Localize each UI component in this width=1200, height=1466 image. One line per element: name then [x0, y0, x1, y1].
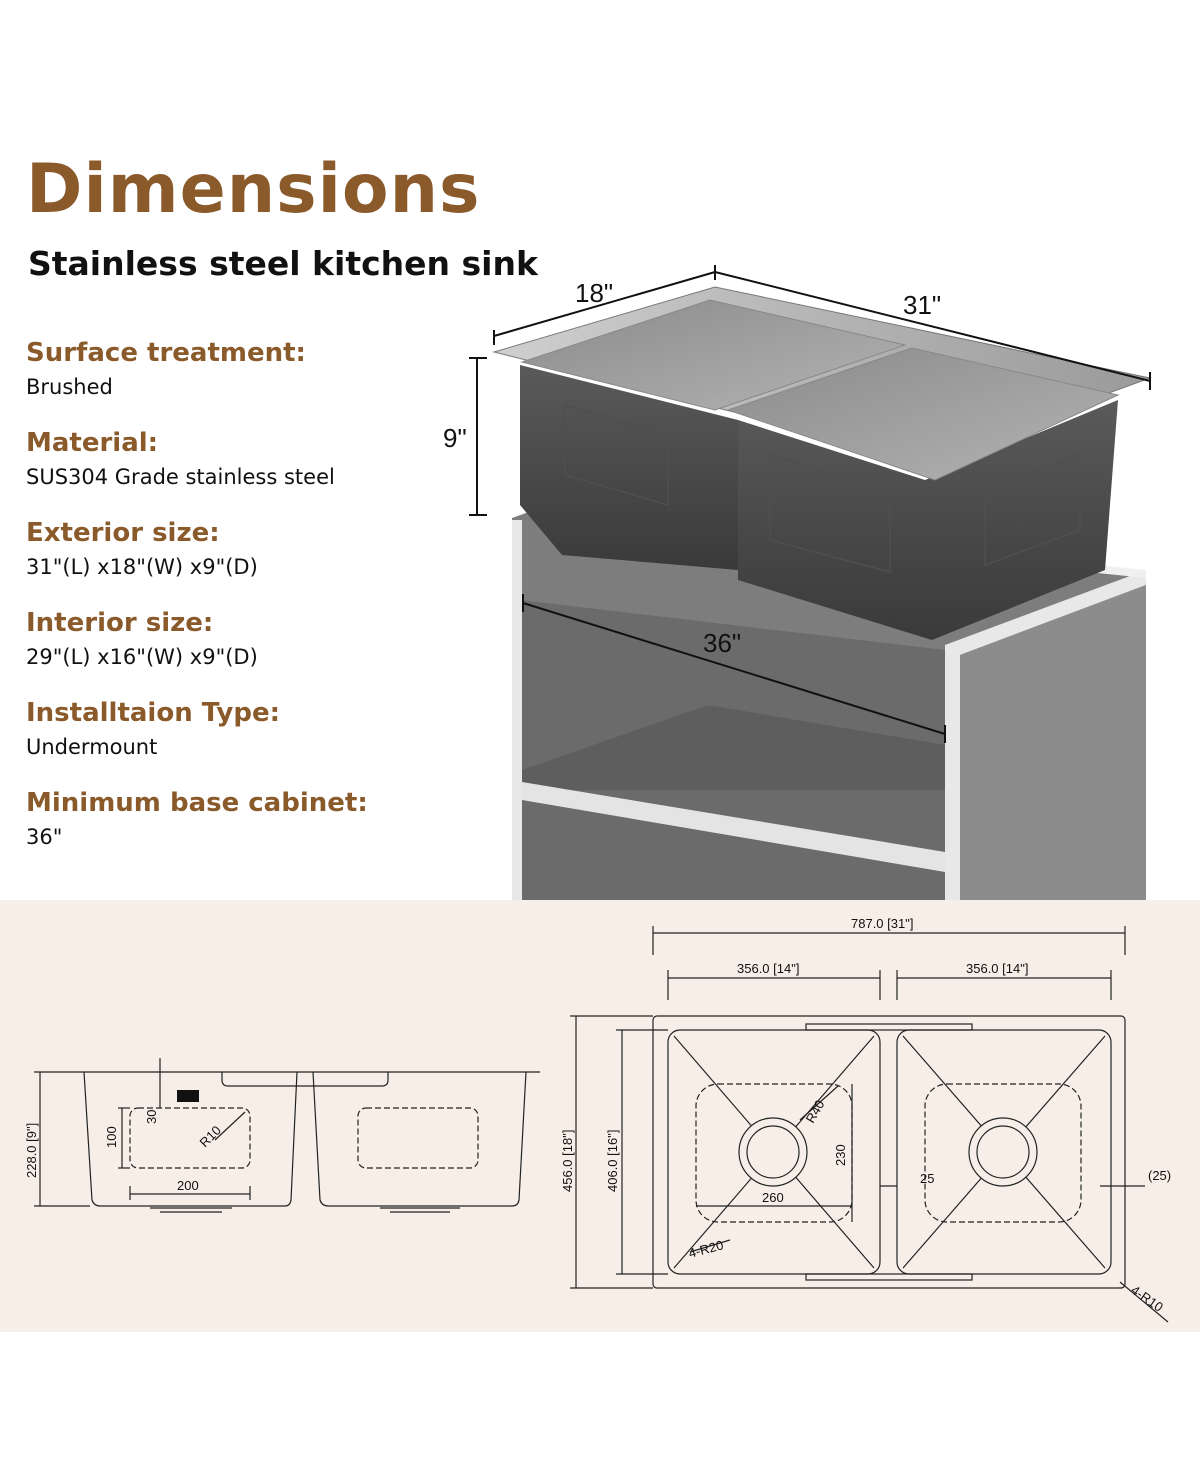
spec-label: Minimum base cabinet:: [26, 788, 368, 818]
top-edge-25-label: (25): [1148, 1168, 1171, 1183]
sink-render: [492, 286, 1152, 640]
side-view-drawing: [34, 1058, 540, 1213]
spec-value: 36": [26, 825, 63, 849]
spec-installation-type: Installtaion Type: Undermount: [26, 696, 446, 762]
spec-value: 31"(L) x18"(W) x9"(D): [26, 555, 258, 579]
side-r10-label: R10: [197, 1123, 224, 1150]
side-view-fitting: [177, 1090, 199, 1102]
render-cabinet-label: 36": [703, 628, 741, 658]
top-r10-label: 4-R10: [1128, 1282, 1166, 1315]
top-outer-height-label: 456.0 [18"]: [560, 1130, 575, 1192]
render-length-label: 31": [903, 290, 941, 320]
top-bowl-left-label: 356.0 [14"]: [737, 961, 799, 976]
top-view-drawing: [570, 926, 1169, 1323]
spec-interior-size: Interior size: 29"(L) x16"(W) x9"(D): [26, 606, 446, 672]
render-width-label: 18": [575, 278, 613, 308]
spec-value: Brushed: [26, 375, 113, 399]
page-subtitle: Stainless steel kitchen sink: [28, 244, 538, 283]
spec-value: SUS304 Grade stainless steel: [26, 465, 335, 489]
spec-value: Undermount: [26, 735, 158, 759]
render-dimension-lines: [469, 265, 1151, 743]
spec-exterior-size: Exterior size: 31"(L) x18"(W) x9"(D): [26, 516, 446, 582]
spec-label: Interior size:: [26, 608, 214, 638]
spec-label: Surface treatment:: [26, 338, 306, 368]
top-overall-label: 787.0 [31"]: [851, 916, 913, 931]
top-inner-height-label: 406.0 [16"]: [605, 1130, 620, 1192]
spec-minimum-cabinet: Minimum base cabinet: 36": [26, 786, 446, 852]
drawing-background-band: [0, 900, 1200, 1332]
top-260-label: 260: [762, 1190, 784, 1205]
spec-material: Material: SUS304 Grade stainless steel: [26, 426, 446, 492]
top-r20-label: 4-R20: [687, 1237, 725, 1261]
side-200-label: 200: [177, 1178, 199, 1193]
top-230-label: 230: [833, 1144, 848, 1166]
side-100-label: 100: [104, 1126, 119, 1148]
side-30-label: 30: [144, 1110, 159, 1124]
spec-label: Material:: [26, 428, 159, 458]
spec-label: Installtaion Type:: [26, 698, 281, 728]
top-r40-label: R40: [803, 1097, 828, 1125]
top-gap-25-label: 25: [920, 1171, 934, 1186]
page-title: Dimensions: [26, 150, 481, 229]
top-bowl-right-label: 356.0 [14"]: [966, 961, 1028, 976]
spec-value: 29"(L) x16"(W) x9"(D): [26, 645, 258, 669]
render-depth-label: 9": [443, 423, 467, 453]
spec-surface-treatment: Surface treatment: Brushed: [26, 336, 446, 402]
spec-label: Exterior size:: [26, 518, 220, 548]
side-height-label: 228.0 [9"]: [24, 1123, 39, 1178]
